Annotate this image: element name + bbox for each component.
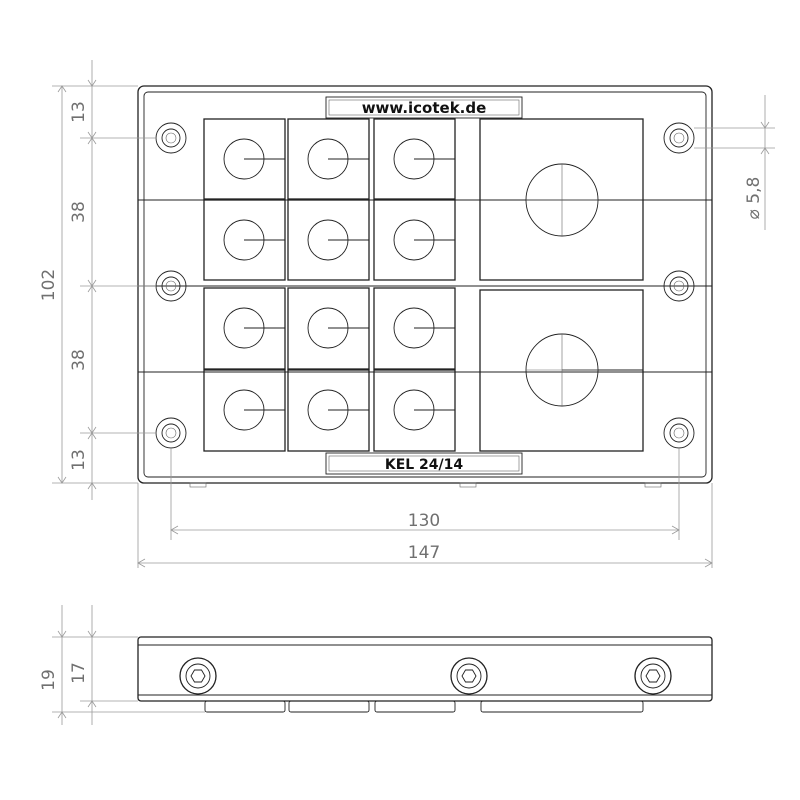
small-grommet: [373, 118, 456, 200]
dim-hole-diameter-group: ⌀ 5,8: [744, 177, 764, 220]
mounting-hole: [155, 122, 187, 154]
frame-outline: [137, 85, 713, 484]
screw-head: [450, 657, 488, 695]
mounting-hole: [155, 417, 187, 449]
small-grommet: [287, 118, 370, 200]
small-grommet: [287, 199, 370, 281]
frame-feet: [189, 482, 662, 488]
model-label-plate: KEL 24/14: [325, 452, 523, 475]
dim-side-total-height: 19: [39, 669, 59, 691]
dim-lower-pitch: 38: [69, 349, 89, 371]
side-grommets: [204, 700, 644, 713]
small-grommet: [287, 369, 370, 452]
small-grommet: [373, 199, 456, 281]
small-grommet: [203, 199, 286, 281]
mounting-holes: [155, 122, 695, 449]
small-grommet: [203, 287, 286, 370]
website-label: www.icotek.de: [362, 99, 487, 117]
frame-inner-edge: [143, 91, 707, 478]
screw-head: [179, 657, 217, 695]
svg-text:⌀ 5,8: ⌀ 5,8: [744, 177, 764, 220]
dim-hole-diameter: 5,8: [744, 177, 764, 204]
small-grommet: [373, 287, 456, 370]
mounting-hole: [663, 270, 695, 302]
dim-overall-width: 147: [408, 543, 440, 563]
model-label: KEL 24/14: [385, 457, 464, 473]
dim-hole-pitch: 130: [408, 511, 440, 531]
dim-upper-pitch: 38: [69, 201, 89, 223]
small-grommet: [203, 369, 286, 452]
dim-side-frame-height: 17: [69, 662, 89, 684]
dim-top-margin: 13: [69, 101, 89, 123]
diameter-symbol: ⌀: [744, 209, 764, 219]
side-dimensions: 19 17: [39, 605, 205, 725]
dim-overall-height: 102: [39, 269, 59, 301]
small-grommet: [373, 369, 456, 452]
mounting-hole: [663, 417, 695, 449]
side-frame: [137, 636, 713, 702]
large-grommet: [479, 289, 644, 452]
website-label-plate: www.icotek.de: [325, 96, 523, 119]
small-grommet: [203, 118, 286, 200]
side-view: [137, 636, 713, 713]
small-grommets: [203, 118, 456, 452]
dim-bottom-margin: 13: [69, 449, 89, 471]
screw-head: [634, 657, 672, 695]
mounting-hole: [663, 122, 695, 154]
large-grommet: [479, 118, 644, 281]
large-grommets: [479, 118, 644, 452]
front-dimensions: 13 38 102 38 13 130 147 ⌀ 5,8: [39, 60, 775, 568]
small-grommet: [287, 287, 370, 370]
front-view: www.icotek.de KEL 24/14: [137, 85, 713, 488]
